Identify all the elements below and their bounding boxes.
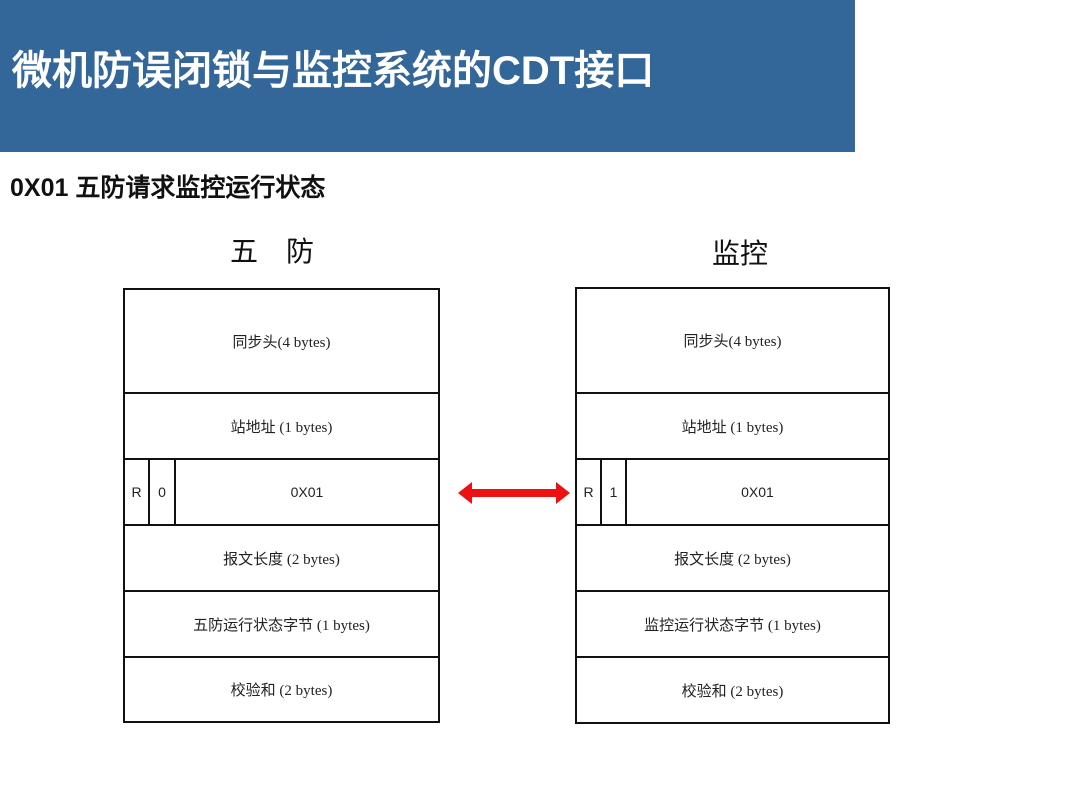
frame-row-function-code: R 1 0X01 [577, 460, 888, 526]
cell-direction-bit: 1 [602, 460, 627, 524]
left-frame-structure: 同步头(4 bytes) 站地址 (1 bytes) R 0 0X01 报文长度… [123, 288, 440, 723]
frame-row-checksum: 校验和 (2 bytes) [577, 658, 888, 722]
frame-row-station-address: 站地址 (1 bytes) [125, 394, 438, 460]
row-text: 校验和 (2 bytes) [230, 683, 333, 699]
row-text: 站地址 (1 bytes) [230, 419, 333, 436]
right-frame-structure: 同步头(4 bytes) 站地址 (1 bytes) R 1 0X01 报文长度… [575, 287, 890, 724]
frame-row-checksum: 校验和 (2 bytes) [125, 658, 438, 721]
right-frame-label: 监控 [712, 237, 769, 270]
frame-row-sync-header: 同步头(4 bytes) [125, 290, 438, 394]
row-text: 报文长度 (2 bytes) [674, 551, 791, 568]
row-text: 站地址 (1 bytes) [681, 419, 784, 436]
cell-function-code: 0X01 [741, 484, 774, 500]
page-title: 微机防误闭锁与监控系统的CDT接口 [12, 49, 655, 93]
frame-row-status-byte: 监控运行状态字节 (1 bytes) [577, 592, 888, 658]
row-text: 监控运行状态字节 (1 bytes) [644, 617, 821, 634]
cell-function-code: 0X01 [290, 484, 324, 500]
frame-row-function-code: R 0 0X01 [125, 460, 438, 526]
frame-row-station-address: 站地址 (1 bytes) [577, 394, 888, 460]
frame-row-status-byte: 五防运行状态字节 (1 bytes) [125, 592, 438, 658]
section-subtitle: 0X01 五防请求监控运行状态 [10, 174, 326, 202]
cell-r-flag: R [577, 460, 602, 524]
title-banner: 微机防误闭锁与监控系统的CDT接口 [0, 0, 855, 152]
row-text: 五防运行状态字节 (1 bytes) [193, 617, 370, 634]
frame-row-sync-header: 同步头(4 bytes) [577, 289, 888, 394]
frame-row-message-length: 报文长度 (2 bytes) [125, 526, 438, 592]
left-frame-label: 五 防 [230, 235, 315, 268]
row-text: 同步头(4 bytes) [683, 334, 782, 350]
double-headed-arrow-icon [458, 482, 570, 504]
row-text: 校验和 (2 bytes) [681, 683, 784, 700]
cell-direction-bit: 0 [150, 460, 176, 524]
row-text: 报文长度 (2 bytes) [223, 551, 340, 568]
frame-row-message-length: 报文长度 (2 bytes) [577, 526, 888, 592]
cell-r-flag: R [125, 460, 150, 524]
row-text: 同步头(4 bytes) [232, 334, 331, 351]
